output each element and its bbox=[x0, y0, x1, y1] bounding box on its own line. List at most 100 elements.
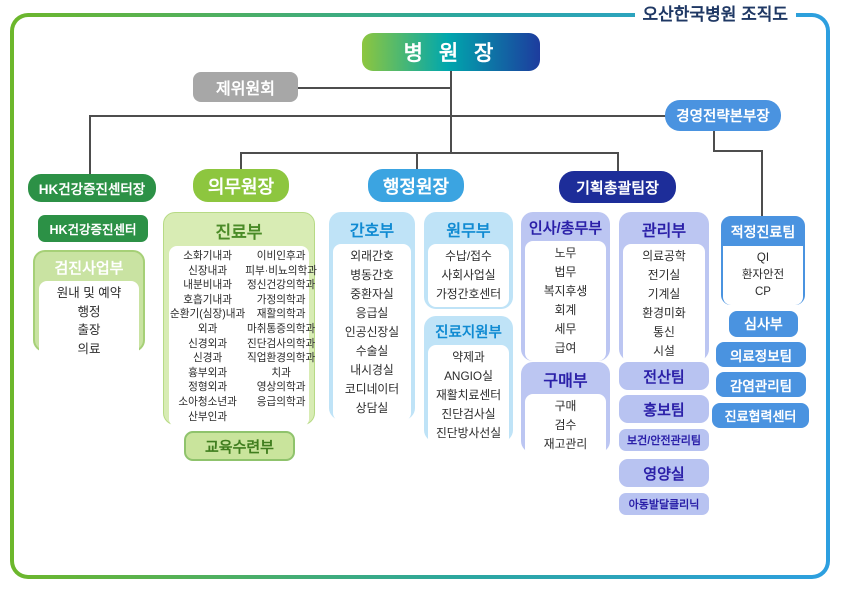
node-pr-team: 홍보팀 bbox=[619, 395, 709, 423]
connector-hk-drop bbox=[89, 115, 91, 175]
list-item: 신경과 bbox=[193, 352, 223, 365]
list-item: 응급의학과 bbox=[256, 395, 306, 408]
list-item: 내시경실 bbox=[350, 363, 394, 377]
list-item: 내분비내과 bbox=[183, 279, 232, 292]
node-it-team: 전산팀 bbox=[619, 362, 709, 390]
list-item: 급여 bbox=[554, 341, 577, 355]
list-item: 순환기(심장)내과 bbox=[170, 308, 246, 321]
list-item: 영상의학과 bbox=[256, 381, 306, 394]
list-item: 시설 bbox=[653, 344, 675, 358]
list-item: 소아청소년과 bbox=[178, 395, 237, 408]
list-item: 정형외과 bbox=[188, 381, 228, 394]
list-item: 환자안전 bbox=[741, 269, 785, 281]
connector-level1-horizontal bbox=[89, 115, 677, 117]
panel-purchasing-title: 구매부 bbox=[543, 373, 588, 390]
list-item: 재고관리 bbox=[543, 437, 588, 451]
list-item: 진단검사의학과 bbox=[247, 337, 316, 350]
list-item: 출장 bbox=[77, 323, 101, 337]
list-item: 마취통증의학과 bbox=[247, 322, 316, 335]
list-item: 환경미화 bbox=[642, 306, 686, 320]
list-item: QI bbox=[756, 252, 770, 264]
node-safety-team: 보건/안전관리팀 bbox=[619, 429, 709, 451]
list-item: 의료공학 bbox=[642, 249, 686, 263]
node-care-cooperation-center: 진료협력센터 bbox=[712, 403, 809, 428]
connector-strategy-v1 bbox=[713, 131, 715, 152]
node-child-development-clinic: 아동발달클리닉 bbox=[619, 493, 709, 515]
list-item: 노무 bbox=[554, 246, 577, 260]
list-item: 외과 bbox=[197, 322, 218, 335]
node-committees: 제위원회 bbox=[193, 72, 298, 102]
list-item: CP bbox=[755, 286, 771, 298]
node-education-dept: 교육수련부 bbox=[184, 431, 295, 461]
node-medical-info-team: 의료정보팀 bbox=[716, 342, 806, 367]
node-nutrition-room: 영양실 bbox=[619, 459, 709, 487]
panel-checkup-title: 검진사업부 bbox=[54, 260, 124, 277]
list-item: 치과 bbox=[271, 366, 291, 379]
list-item: 소화기내과 bbox=[183, 250, 232, 262]
node-hk-center-head: HK건강증진센터장 bbox=[28, 174, 156, 202]
list-item: 흉부외과 bbox=[188, 366, 228, 379]
connector-committee bbox=[298, 87, 451, 89]
list-item: 응급실 bbox=[355, 306, 389, 320]
connector-admin-drop bbox=[416, 152, 418, 170]
list-item: 기계실 bbox=[647, 287, 681, 301]
list-item: 진단검사실 bbox=[441, 407, 496, 421]
list-item: 재활의학과 bbox=[256, 308, 306, 321]
list-item: 법무 bbox=[554, 265, 577, 279]
list-item: 가정의학과 bbox=[256, 293, 306, 306]
panel-optimal-items: QI 환자안전 CP bbox=[723, 246, 803, 305]
list-item: 중환자실 bbox=[350, 287, 394, 301]
list-item: ANGIO실 bbox=[444, 369, 493, 383]
connector-level2-horizontal bbox=[240, 152, 619, 154]
list-item: 산부인과 bbox=[188, 410, 228, 423]
node-strategy-head: 경영전략본부장 bbox=[665, 100, 781, 131]
connector-planning-drop bbox=[617, 152, 619, 172]
list-item: 재활치료센터 bbox=[435, 388, 502, 402]
page-title: 오산한국병원 조직도 bbox=[634, 3, 796, 27]
node-medical-director: 의무원장 bbox=[193, 169, 289, 202]
list-item: 수납/접수 bbox=[445, 249, 492, 263]
list-item: 직업환경의학과 bbox=[247, 352, 316, 365]
panel-management-title: 관리부 bbox=[641, 223, 687, 240]
list-item: 행정 bbox=[77, 304, 101, 319]
list-item: 검수 bbox=[554, 418, 577, 432]
panel-care-title: 진료부 bbox=[215, 223, 263, 242]
panel-nursing-title: 간호부 bbox=[349, 223, 395, 240]
panel-hr-title: 인사/총무부 bbox=[528, 220, 603, 237]
list-item: 약제과 bbox=[452, 350, 485, 364]
list-item: 세무 bbox=[554, 322, 577, 336]
list-item: 가정간호센터 bbox=[435, 287, 502, 301]
panel-support-title: 진료지원부 bbox=[435, 325, 502, 341]
node-admin-director: 행정원장 bbox=[368, 169, 464, 202]
list-item: 원내 및 예약 bbox=[56, 286, 122, 300]
list-item: 회계 bbox=[554, 303, 577, 317]
list-item: 진단방사선실 bbox=[435, 426, 502, 440]
list-item: 정신건강의학과 bbox=[247, 279, 316, 292]
list-item: 복지후생 bbox=[543, 284, 588, 298]
list-item: 이비인후과 bbox=[256, 250, 306, 262]
list-item: 인공신장실 bbox=[344, 325, 400, 339]
panel-affairs-title: 원무부 bbox=[446, 223, 491, 240]
panel-optimal-care-team: 적정진료팀 QI 환자안전 CP bbox=[721, 216, 805, 305]
node-hk-center: HK건강증진센터 bbox=[38, 215, 148, 242]
panel-optimal-title: 적정진료팀 bbox=[723, 218, 803, 246]
list-item: 수술실 bbox=[355, 344, 389, 358]
